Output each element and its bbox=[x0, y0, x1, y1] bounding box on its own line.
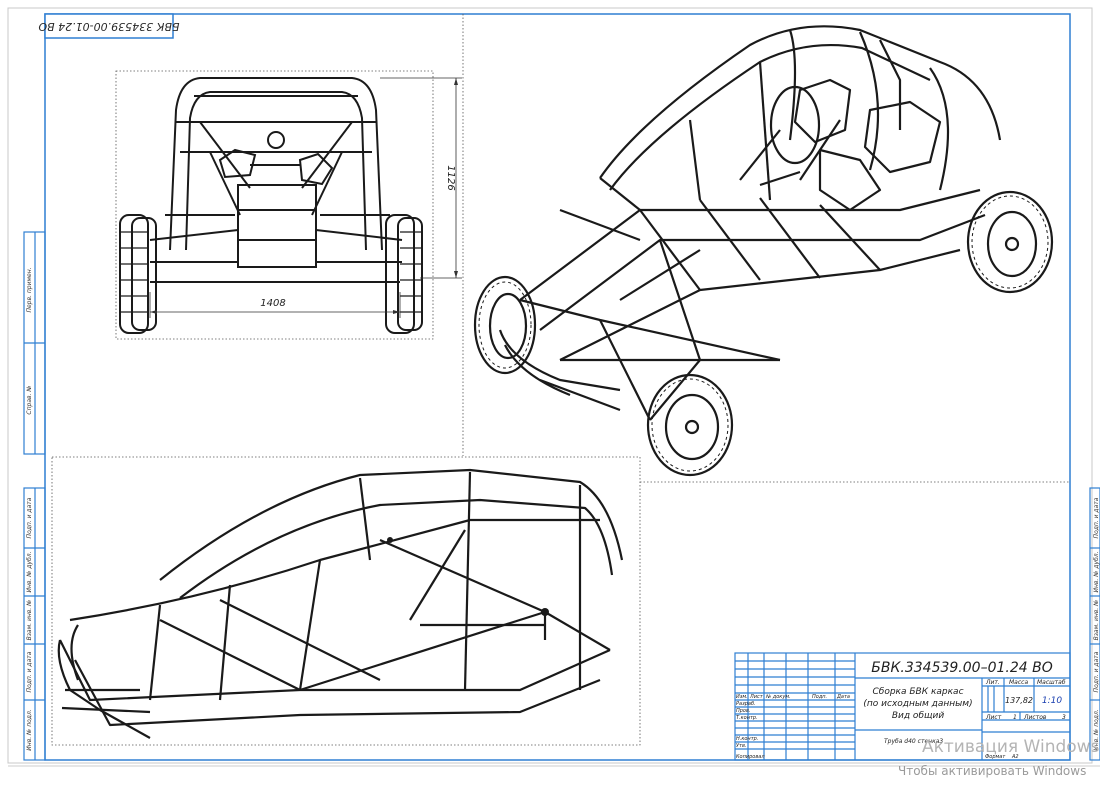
left-edge-strip bbox=[23, 231, 46, 761]
right-strip-label-1: Подп. и дата bbox=[1093, 497, 1100, 538]
header-cell-date: Дата bbox=[836, 694, 850, 700]
iso-wheel-front-left bbox=[473, 275, 537, 375]
title-block-code: БВК.334539.00–01.24 ВО bbox=[871, 660, 1052, 676]
right-strip-label-3: Взам. инв. № bbox=[1093, 600, 1100, 641]
title-block-name-line-1: Сборка БВК каркас bbox=[872, 687, 963, 697]
right-strip-label-2: Инв. № дубл. bbox=[1093, 551, 1100, 592]
left-strip-label-3: Подп. и дата bbox=[26, 497, 33, 538]
title-block-name-line-2: (по исходным данным) bbox=[863, 699, 972, 709]
iso-wheel-rear-right bbox=[966, 190, 1054, 294]
mass-label: Масса bbox=[1009, 679, 1028, 686]
lit-label: Лит. bbox=[985, 679, 1000, 686]
scale-value: 1:10 bbox=[1042, 696, 1062, 706]
left-strip-label-6: Подп. и дата bbox=[26, 651, 33, 692]
header-cell-doc: № докум. bbox=[765, 694, 791, 700]
left-strip-label-1: Перв. примен. bbox=[26, 267, 33, 312]
mass-value: 137,82 bbox=[1005, 696, 1033, 705]
material-text: Труба d40 стенка3 bbox=[884, 738, 943, 745]
sheets-value: 3 bbox=[1062, 714, 1066, 721]
sheet-value: 1 bbox=[1013, 714, 1017, 721]
rotated-code-text: БВК 334539.00-01.24 ВО bbox=[38, 20, 179, 33]
dimension-height-text: 1126 bbox=[445, 165, 456, 190]
role-nkontr: Н.контр. bbox=[736, 736, 758, 742]
dimension-width-text: 1408 bbox=[260, 298, 285, 309]
format-label: Формат bbox=[985, 754, 1006, 760]
role-tkontr: Т.контр. bbox=[736, 715, 758, 721]
sheets-label: Листов bbox=[1023, 714, 1047, 721]
right-edge-strip bbox=[1089, 487, 1100, 761]
right-strip-label-5: Инв. № подл. bbox=[1093, 709, 1100, 750]
left-strip-label-7: Инв. № подл. bbox=[26, 709, 33, 750]
role-prov: Пров. bbox=[736, 708, 751, 714]
role-utv: Утв. bbox=[736, 743, 747, 749]
copied-label: Копировал bbox=[736, 754, 765, 760]
sheet-label: Лист bbox=[985, 714, 1002, 721]
header-cell-sign: Подп. bbox=[812, 694, 827, 700]
header-cell-izm: Изм. bbox=[736, 694, 748, 700]
frame-view bbox=[51, 456, 641, 746]
left-strip-label-4: Инв. № дубл. bbox=[26, 551, 33, 592]
header-cell-list: Лист bbox=[749, 694, 764, 700]
title-block-name-line-3: Вид общий bbox=[892, 711, 944, 721]
isometric-view bbox=[498, 25, 1002, 421]
front-view: 1408 1126 bbox=[115, 70, 462, 340]
activation-watermark-subtitle: Чтобы активировать Windows bbox=[898, 764, 1087, 778]
title-block bbox=[734, 652, 1071, 761]
left-strip-label-2: Справ. № bbox=[26, 385, 33, 414]
role-razrab: Разраб. bbox=[736, 701, 756, 707]
rotated-code-box: БВК 334539.00-01.24 ВО bbox=[38, 13, 180, 39]
left-strip-label-5: Взам. инв. № bbox=[26, 600, 33, 641]
format-value: A2 bbox=[1011, 754, 1019, 760]
scale-label: Масштаб bbox=[1037, 679, 1066, 686]
iso-wheel-rear-left bbox=[769, 85, 821, 165]
iso-wheel-front-right bbox=[646, 373, 734, 477]
activation-watermark-title: Активация Windows bbox=[922, 737, 1100, 757]
right-strip-label-4: Подп. и дата bbox=[1093, 651, 1100, 692]
